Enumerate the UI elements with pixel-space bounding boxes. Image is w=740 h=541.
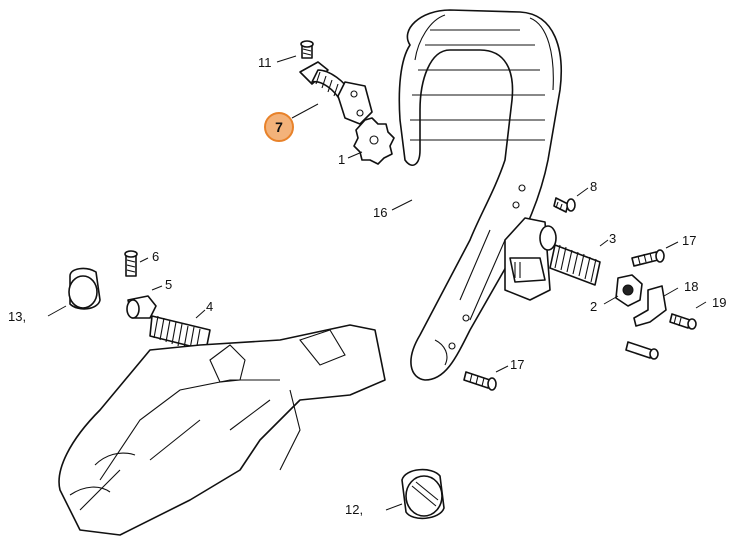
- screw-part-6[interactable]: [124, 250, 138, 277]
- screw-spare: [625, 341, 659, 360]
- callout-8[interactable]: 8: [590, 179, 598, 194]
- callout-2[interactable]: 2: [590, 299, 598, 314]
- callout-12[interactable]: 12,: [345, 502, 364, 517]
- callout-4[interactable]: 4: [206, 299, 214, 314]
- callout-19[interactable]: 19: [712, 295, 727, 310]
- plug-part-13[interactable]: [68, 267, 101, 310]
- callout-1[interactable]: 1: [338, 152, 346, 167]
- crankcase-housing: [58, 324, 386, 536]
- screw-part-17-lower[interactable]: [463, 371, 497, 391]
- screw-part-8[interactable]: [553, 197, 576, 213]
- buffer-part-2[interactable]: [615, 274, 643, 307]
- screw-part-19[interactable]: [669, 313, 697, 330]
- plug-part-12[interactable]: [401, 468, 445, 520]
- callout-13[interactable]: 13,: [8, 309, 27, 324]
- callout-11[interactable]: 11: [258, 55, 272, 70]
- screw-part-11[interactable]: [300, 40, 314, 59]
- callout-3[interactable]: 3: [609, 231, 617, 246]
- callout-5[interactable]: 5: [165, 277, 173, 292]
- stop-part-1[interactable]: [353, 117, 395, 165]
- clamp-part-18[interactable]: [633, 285, 667, 327]
- callout-7-highlighted[interactable]: 7: [264, 112, 294, 142]
- callout-17-upper[interactable]: 17: [682, 233, 697, 248]
- callout-6[interactable]: 6: [152, 249, 160, 264]
- leader-lines: [47, 55, 707, 511]
- screw-part-17-upper[interactable]: [631, 249, 665, 267]
- callout-17-lower[interactable]: 17: [510, 357, 525, 372]
- callout-16[interactable]: 16: [373, 205, 388, 220]
- handle-mount: [504, 217, 557, 301]
- spring-part-3[interactable]: [549, 244, 601, 286]
- handlebar-part-16[interactable]: [398, 9, 562, 381]
- callout-18[interactable]: 18: [684, 279, 699, 294]
- annular-buffer-part-7[interactable]: [299, 61, 373, 125]
- nut-part-5[interactable]: [126, 295, 157, 319]
